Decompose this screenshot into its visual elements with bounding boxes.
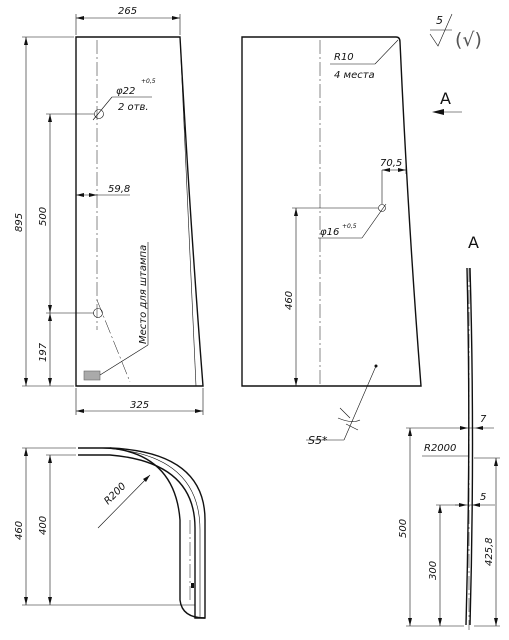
dim-height-low: 197 — [38, 342, 49, 362]
dim-top-arrow-left — [76, 16, 84, 20]
right-view: R10 4 места 70,5 φ16 +0,5 460 S5* — [241, 36, 422, 447]
dim-705: 70,5 — [380, 158, 402, 169]
dim-460b-arrow-bottom — [24, 597, 28, 605]
dim-bottom-arrow-left — [76, 409, 84, 413]
dim-4258-arrow-bottom — [494, 618, 498, 626]
left-view: Место для штампа φ22 +0,5 2 отв. 265 325… — [14, 6, 204, 415]
dim-bottom-width: 325 — [130, 400, 149, 411]
radius-count: 4 места — [334, 70, 375, 81]
left-view-axis-lower — [96, 299, 131, 383]
hole-callout-leader — [92, 96, 113, 121]
dim-705-arrow-left — [382, 168, 390, 172]
dim-460: 460 — [284, 291, 295, 310]
dim-500-arrow-mid — [48, 305, 52, 313]
dim-197-arrow-bottom — [48, 378, 52, 386]
bent-plate-edge — [109, 447, 206, 619]
view-a-arrow-label: A — [440, 89, 451, 108]
hole-lower — [93, 308, 103, 318]
dim-top-width: 265 — [118, 6, 137, 17]
dim-hole-offset: 59,8 — [108, 184, 130, 195]
hole-callout-tolerance: +0,5 — [141, 78, 156, 85]
thickness-leader — [343, 365, 377, 441]
dim-500a: 500 — [398, 519, 409, 538]
dim-bottom-arrow-right — [195, 409, 203, 413]
dim-460-arrow-bottom — [294, 378, 298, 386]
bottom-view-hole — [191, 583, 194, 588]
view-a-arrow-head — [432, 109, 444, 115]
dim-500a-arrow-top — [408, 428, 412, 436]
dim-705-arrow-right — [398, 168, 406, 172]
hole-upper — [94, 109, 104, 119]
radius-value: R10 — [334, 52, 354, 63]
hole-right — [378, 204, 386, 212]
hole-callout-count: 2 отв. — [118, 102, 149, 113]
hole-right-tolerance: +0,5 — [342, 223, 357, 230]
bent-plate-outer — [78, 447, 206, 619]
view-a-arrow: A — [432, 89, 462, 115]
stamp-leader — [99, 344, 149, 376]
dim-height-arrow-bottom — [24, 378, 28, 386]
dim-300: 300 — [428, 561, 439, 580]
r200-leader — [97, 474, 151, 529]
dim-5-arrow-right — [472, 503, 480, 507]
dim-7: 7 — [480, 414, 487, 425]
dim-4258: 425,8 — [484, 537, 495, 566]
dim-5: 5 — [480, 492, 486, 503]
dim-460-arrow-top — [294, 208, 298, 216]
roughness-check-mark — [429, 13, 453, 47]
dim-height-arrow-top — [24, 37, 28, 45]
dim-500a-arrow-bottom — [408, 618, 412, 626]
dim-7-arrow-right — [475, 426, 483, 430]
section-a-profile-right — [469, 267, 474, 626]
r200-arrow — [143, 475, 150, 482]
left-view-outline — [75, 36, 204, 387]
radius-leader — [374, 39, 399, 65]
dim-197-arrow-top — [48, 313, 52, 321]
section-a: A 7 R2000 5 500 300 — [398, 233, 500, 630]
right-view-outline — [241, 36, 422, 387]
dim-300-arrow-bottom — [438, 618, 442, 626]
dim-400-arrow-bottom — [48, 597, 52, 605]
roughness-check-symbol: (√) — [455, 29, 482, 51]
dim-460b-arrow-top — [24, 448, 28, 456]
section-a-profile-left — [465, 267, 470, 626]
dim-500-arrow-top — [48, 114, 52, 122]
roughness-value: 5 — [436, 14, 443, 27]
dim-460b: 460 — [14, 521, 25, 540]
r200: R200 — [102, 481, 128, 507]
dim-300-arrow-top — [438, 505, 442, 513]
hole-callout-diameter: φ22 — [116, 86, 135, 97]
dim-598-arrow-right — [89, 193, 97, 197]
section-a-label: A — [468, 233, 479, 252]
dim-598-arrow-left — [76, 193, 84, 197]
stamp-area — [83, 370, 101, 381]
dim-top-arrow-right — [172, 16, 180, 20]
left-view-bend-line — [179, 36, 197, 387]
r2000: R2000 — [424, 443, 456, 454]
thickness-marks — [337, 407, 361, 431]
thickness-value: S5* — [308, 434, 328, 447]
dim-400: 400 — [38, 516, 49, 535]
bottom-left-view: R200 460 400 — [14, 447, 206, 619]
bent-plate-inner — [89, 447, 201, 618]
stamp-note: Место для штампа — [138, 245, 149, 344]
dim-4258-arrow-top — [494, 458, 498, 466]
roughness-symbol: 5 (√) — [429, 13, 482, 51]
dim-400-arrow-top — [48, 455, 52, 463]
hole-right-leader — [361, 203, 387, 239]
dim-height-mid: 500 — [38, 207, 49, 226]
hole-right-diameter: φ16 — [320, 227, 339, 238]
dim-height-total: 895 — [14, 213, 25, 232]
